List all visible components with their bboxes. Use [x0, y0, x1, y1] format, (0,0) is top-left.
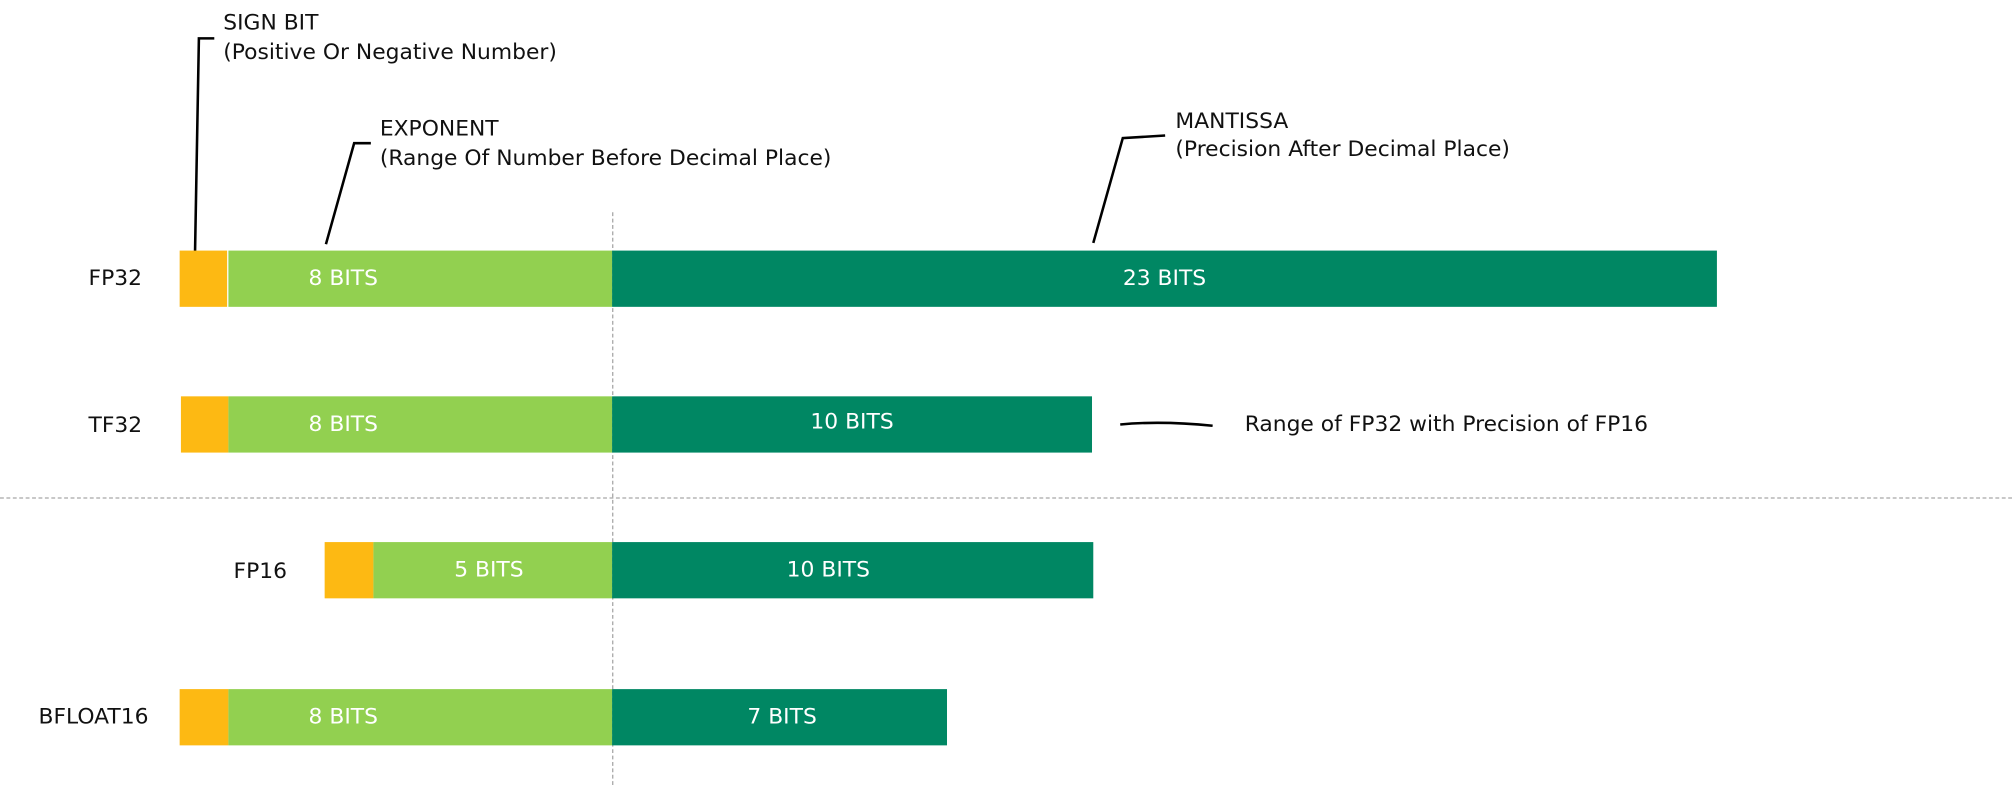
- bfloat16-exponent-label: 8 BITS: [308, 704, 378, 731]
- fp32-exponent-label: 8 BITS: [308, 265, 378, 292]
- section-divider: [0, 497, 2012, 499]
- row-label-fp32: FP32: [88, 265, 143, 292]
- tf32-note-leader: [1120, 421, 1213, 428]
- tf32-mantissa-label: 10 BITS: [810, 409, 894, 435]
- mantissa-leader: [1092, 134, 1166, 244]
- exponent-title: EXPONENT: [379, 116, 499, 142]
- bfloat16-sign-segment: [179, 689, 229, 746]
- exponent-leader: [324, 141, 371, 245]
- bfloat16-mantissa-segment: 7 BITS: [612, 689, 948, 746]
- bfloat16-mantissa-label: 7 BITS: [747, 704, 817, 731]
- fp16-mantissa-label: 10 BITS: [786, 557, 870, 583]
- fp32-sign-segment: [179, 250, 228, 307]
- tf32-note: Range of FP32 with Precision of FP16: [1244, 411, 1649, 438]
- row-label-tf32: TF32: [88, 412, 143, 439]
- fp16-exponent-label: 5 BITS: [454, 557, 524, 583]
- exponent-description: (Range Of Number Before Decimal Place): [379, 145, 832, 172]
- sign-bit-description: (Positive Or Negative Number): [223, 39, 557, 66]
- tf32-exponent-segment: 8 BITS: [228, 396, 613, 453]
- bfloat16-exponent-segment: 8 BITS: [228, 689, 613, 746]
- fp32-mantissa-segment: 23 BITS: [612, 250, 1717, 307]
- tf32-exponent-label: 8 BITS: [308, 411, 378, 438]
- fp16-mantissa-segment: 10 BITS: [612, 542, 1094, 599]
- fp16-sign-segment: [324, 542, 374, 599]
- mantissa-title: MANTISSA: [1175, 108, 1289, 135]
- tf32-sign-segment: [180, 396, 229, 453]
- fp32-exponent-segment: 8 BITS: [228, 250, 613, 307]
- sign-bit-title: SIGN BIT: [223, 10, 319, 36]
- row-label-bfloat16: BFLOAT16: [38, 704, 149, 731]
- fp32-mantissa-label: 23 BITS: [1122, 265, 1207, 292]
- row-label-fp16: FP16: [233, 558, 288, 585]
- mantissa-description: (Precision After Decimal Place): [1175, 136, 1510, 163]
- tf32-mantissa-segment: 10 BITS: [612, 396, 1093, 453]
- fp16-exponent-segment: 5 BITS: [373, 542, 613, 599]
- sign-bit-leader: [193, 37, 215, 252]
